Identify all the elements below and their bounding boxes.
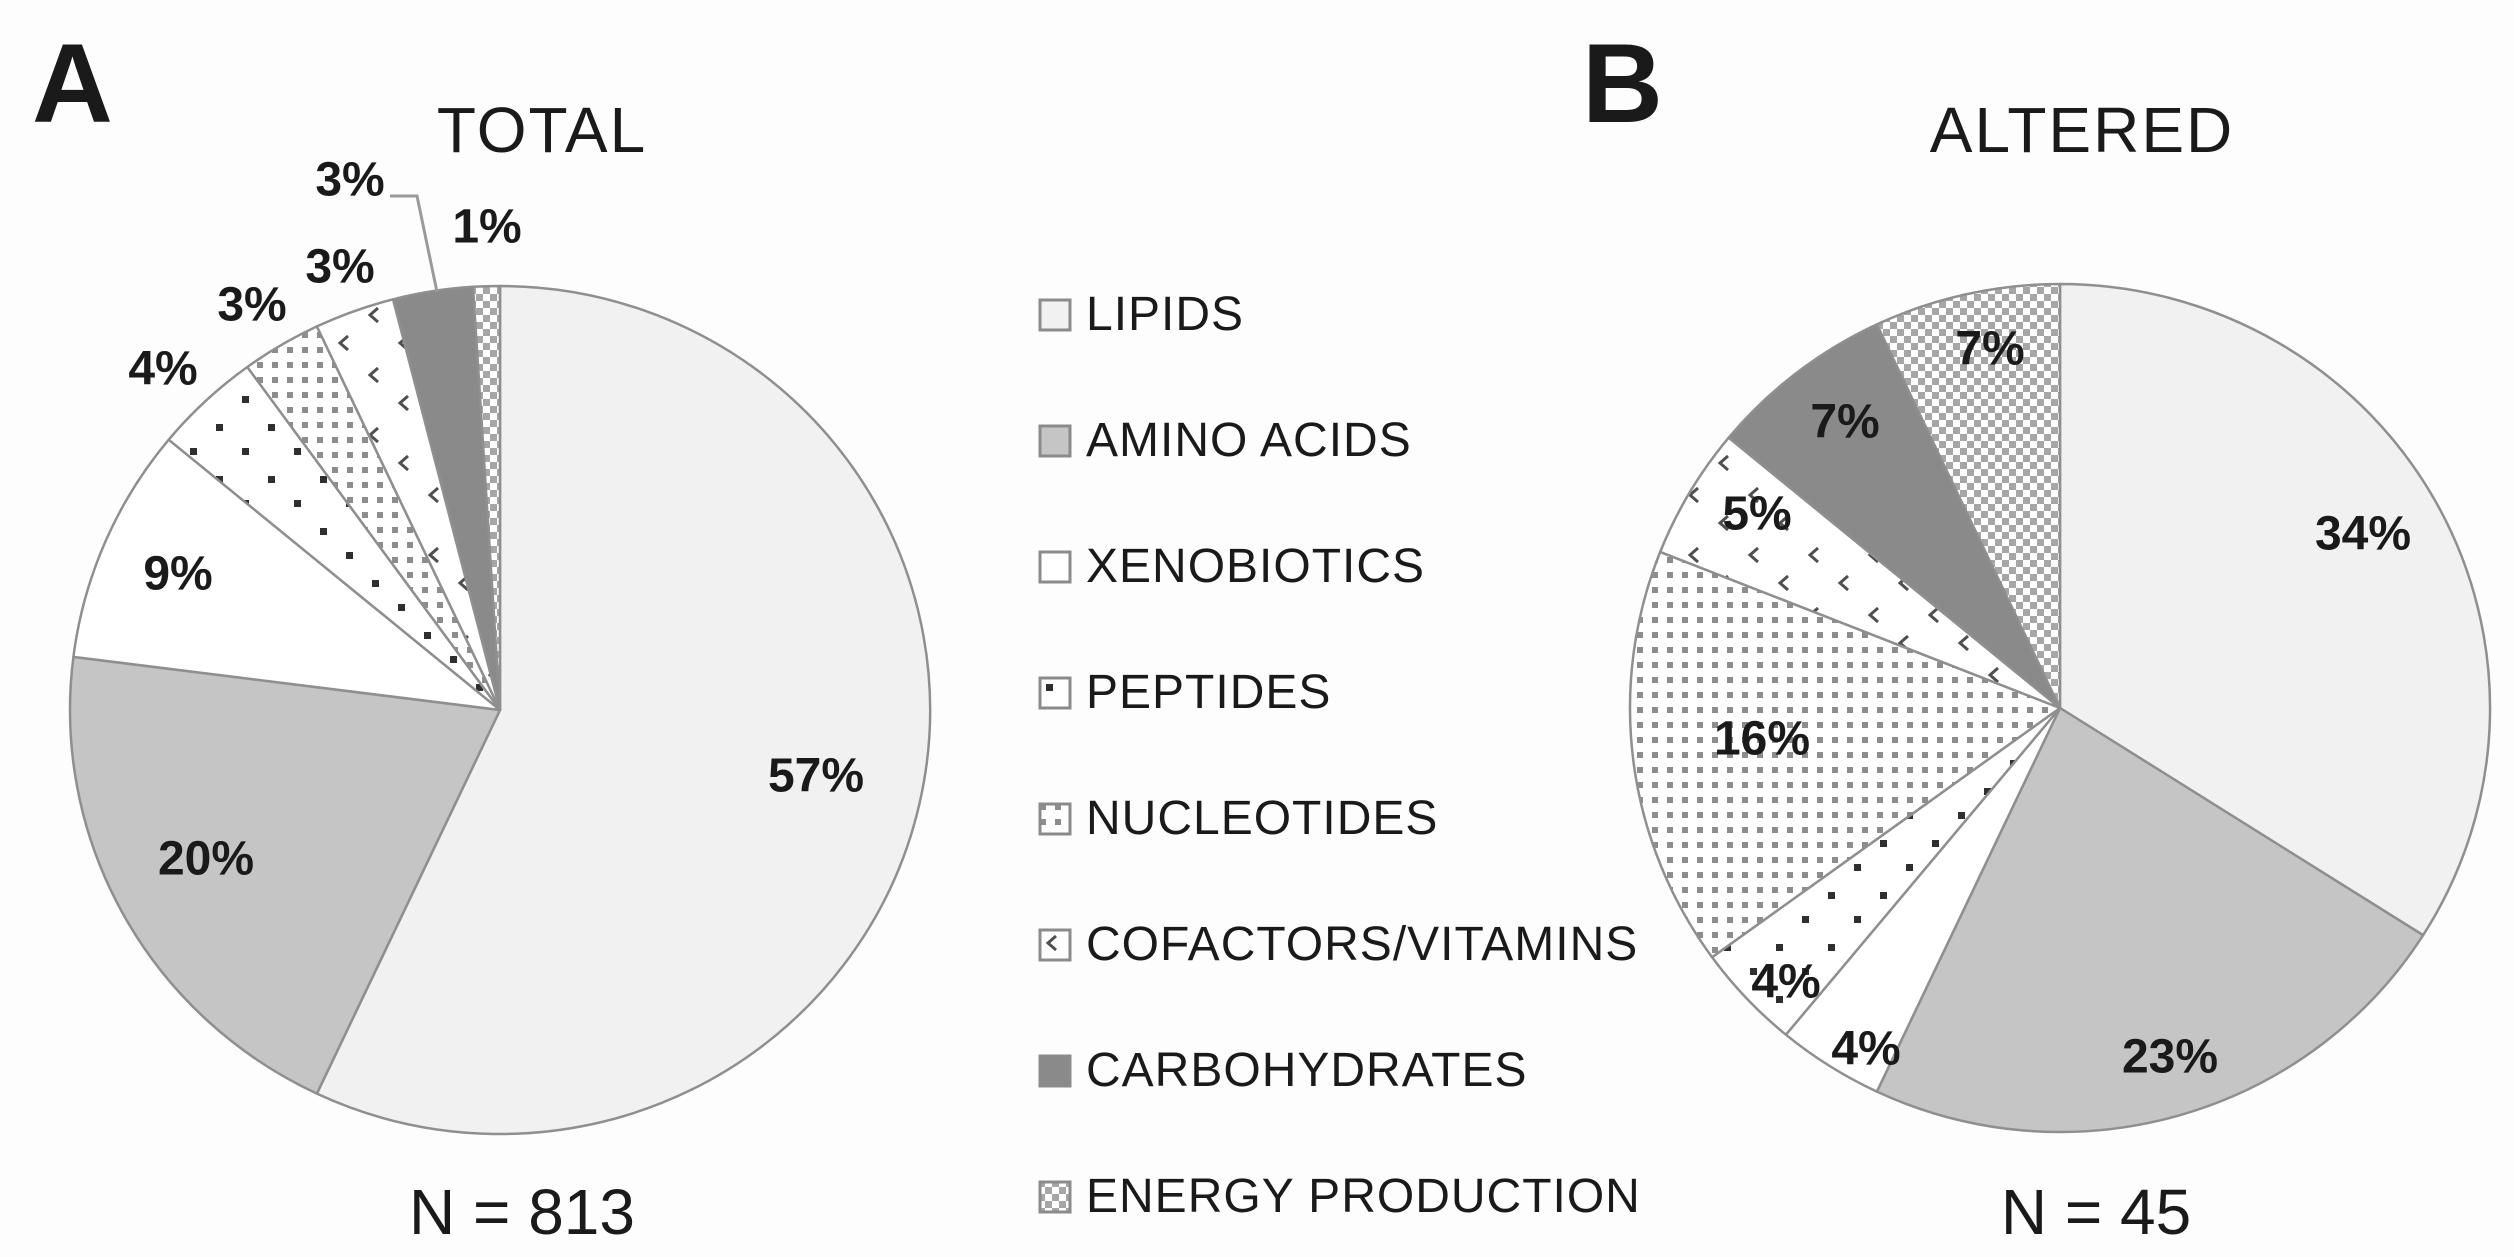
n-label-total: N = 813 xyxy=(409,1176,635,1248)
legend-label: COFACTORS/VITAMINS xyxy=(1086,918,1639,971)
slice-label-lipids: 34% xyxy=(2315,508,2411,561)
slice-label-cofactors-vitamins: 5% xyxy=(1722,488,1791,541)
legend-item-xenobiotics: XENOBIOTICS xyxy=(1038,504,1641,630)
legend-swatch-nucleotides xyxy=(1038,802,1072,836)
legend-swatch-carbohydrates xyxy=(1038,1054,1072,1088)
slice-label-carbohydrates: 7% xyxy=(1810,396,1879,449)
slice-label-energy-production: 7% xyxy=(1955,323,2024,376)
legend-item-peptides: PEPTIDES xyxy=(1038,630,1641,756)
legend-swatch-lipids xyxy=(1038,298,1072,332)
slice-label-cofactors-vitamins: 3% xyxy=(305,241,374,294)
legend: LIPIDS AMINO ACIDS XENOBIOTICS PEPTIDES … xyxy=(1038,252,1641,1257)
legend-item-nucleotides: NUCLEOTIDES xyxy=(1038,756,1641,882)
label-leader-line xyxy=(390,194,439,293)
pie-slice-lipids xyxy=(2058,282,2492,937)
chart-title-total: TOTAL xyxy=(436,94,648,166)
pie-altered xyxy=(1628,282,2492,1134)
slice-label-lipids: 57% xyxy=(768,750,864,803)
legend-swatch-cofactors-vitamins xyxy=(1038,928,1072,962)
legend-item-carbohydrates: CARBOHYDRATES xyxy=(1038,1008,1641,1134)
slice-label-peptides: 4% xyxy=(1751,956,1820,1009)
legend-label: XENOBIOTICS xyxy=(1086,540,1426,593)
pie-slice-energy-production xyxy=(471,284,502,712)
pie-total xyxy=(68,284,932,1136)
chart-title-altered: ALTERED xyxy=(1929,94,2235,166)
legend-swatch-energy-production xyxy=(1038,1180,1072,1214)
legend-label: NUCLEOTIDES xyxy=(1086,792,1439,845)
legend-label: LIPIDS xyxy=(1086,288,1245,341)
legend-swatch-amino-acids xyxy=(1038,424,1072,458)
slice-label-nucleotides: 3% xyxy=(217,279,286,332)
slice-label-energy-production: 1% xyxy=(452,201,521,254)
pie-slice-nucleotides xyxy=(1628,550,2062,959)
n-label-altered: N = 45 xyxy=(2000,1176,2192,1248)
pie-slice-amino-acids xyxy=(68,655,502,1095)
legend-swatch-peptides xyxy=(1038,676,1072,710)
panel-letter-b: B xyxy=(1582,21,1663,146)
legend-label: AMINO ACIDS xyxy=(1086,414,1412,467)
slice-label-xenobiotics: 4% xyxy=(1831,1023,1900,1076)
legend-item-amino-acids: AMINO ACIDS xyxy=(1038,378,1641,504)
legend-label: ENERGY PRODUCTION xyxy=(1086,1170,1641,1223)
pie-slice-lipids xyxy=(315,284,932,1136)
pie-slice-xenobiotics xyxy=(72,438,502,712)
legend-label: PEPTIDES xyxy=(1086,666,1332,719)
slice-label-carbohydrates: 3% xyxy=(315,154,384,207)
panel-letter-a: A xyxy=(32,21,113,146)
slice-label-amino-acids: 23% xyxy=(2122,1031,2218,1084)
legend-label: CARBOHYDRATES xyxy=(1086,1044,1528,1097)
slice-label-peptides: 4% xyxy=(128,343,197,396)
legend-item-energy-production: ENERGY PRODUCTION xyxy=(1038,1134,1641,1257)
legend-item-cofactors-vitamins: COFACTORS/VITAMINS xyxy=(1038,882,1641,1008)
legend-item-lipids: LIPIDS xyxy=(1038,252,1641,378)
pie-slice-carbohydrates xyxy=(1727,323,2062,710)
legend-swatch-xenobiotics xyxy=(1038,550,1072,584)
slice-label-nucleotides: 16% xyxy=(1714,713,1810,766)
slice-label-xenobiotics: 9% xyxy=(143,548,212,601)
pie-slice-energy-production xyxy=(1875,282,2062,710)
slice-label-amino-acids: 20% xyxy=(158,833,254,886)
pie-slice-amino-acids xyxy=(1875,706,2425,1134)
